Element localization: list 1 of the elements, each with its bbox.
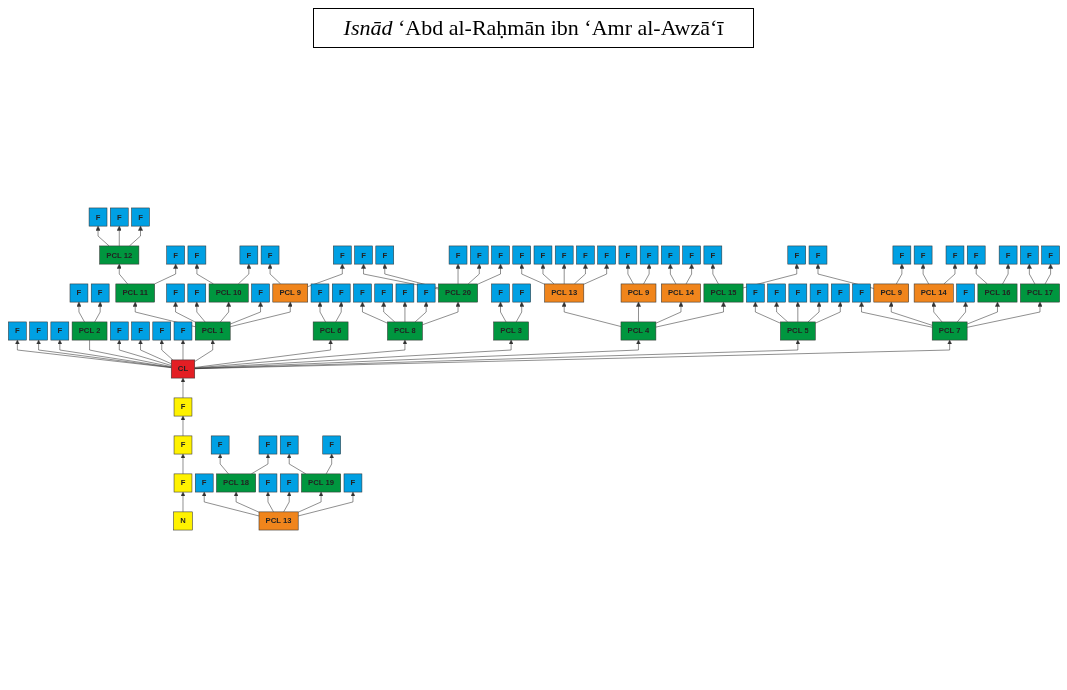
title: Isnād ‘Abd al-Raḥmān ibn ‘Amr al-Awzā‘ī [312, 8, 755, 48]
